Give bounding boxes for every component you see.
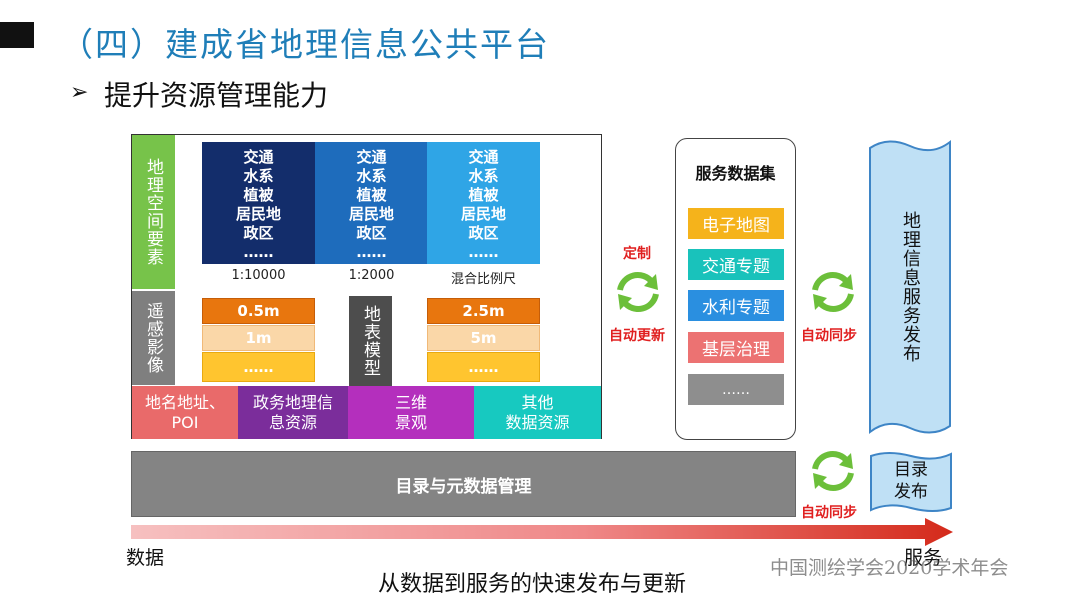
cycle-arrows-icon	[812, 451, 854, 491]
source-line: 景观	[394, 412, 427, 432]
data-to-service-arrow	[131, 518, 953, 546]
scale-item: 居民地	[460, 205, 506, 223]
source-line: 三维	[394, 392, 427, 412]
catalog-metadata-bar: 目录与元数据管理	[131, 451, 796, 517]
scale-box-10000: 交通 水系 植被 居民地 政区 ……	[202, 142, 315, 264]
rs-resolution-more: ……	[202, 352, 315, 382]
scale-label-mixed: 混合比例尺	[450, 272, 516, 287]
source-place-names-poi: 地名地址、 POI	[132, 386, 238, 439]
subtitle: 提升资源管理能力	[104, 79, 329, 112]
source-3d-landscape: 三维 景观	[348, 386, 474, 439]
scale-item: ……	[356, 243, 387, 261]
dataset-item-water: 水利专题	[688, 290, 784, 321]
flow-caption: 从数据到服务的快速发布与更新	[378, 572, 687, 597]
scale-item: 交通	[468, 148, 499, 166]
dataset-item-electronic-map: 电子地图	[688, 208, 784, 239]
auto-update-label: 自动更新	[609, 328, 665, 344]
scale-item: 政区	[243, 224, 274, 242]
scale-box-mixed: 交通 水系 植被 居民地 政区 ……	[427, 142, 540, 264]
scale-item: 水系	[468, 167, 499, 185]
scale-box-2000: 交通 水系 植被 居民地 政区 ……	[315, 142, 428, 264]
scale-item: ……	[468, 243, 499, 261]
scale-item: 政区	[468, 224, 499, 242]
service-publish-label: 地理信息服务发布	[900, 211, 921, 363]
source-line: 政务地理信	[252, 392, 333, 412]
rs-resolution-1m: 1m	[202, 325, 315, 351]
source-line: POI	[171, 412, 199, 432]
scale-item: 水系	[356, 167, 387, 185]
source-line: 其他	[521, 392, 554, 412]
source-line: 息资源	[268, 412, 317, 432]
scale-item: 居民地	[348, 205, 394, 223]
source-line: 数据资源	[505, 412, 570, 432]
scale-item: 政区	[356, 224, 387, 242]
source-other-data: 其他 数据资源	[474, 386, 601, 439]
title-marker-block	[0, 22, 34, 48]
scale-item: ……	[243, 243, 274, 261]
geo-elements-label: 地理空间要素	[132, 135, 175, 289]
auto-sync-label: 自动同步	[801, 505, 857, 521]
scale-item: 植被	[356, 186, 387, 204]
flow-end-label: 服务	[904, 547, 943, 569]
cycle-arrows-icon	[812, 272, 854, 312]
scale-item: 居民地	[235, 205, 281, 223]
dataset-item-more: ……	[688, 374, 784, 405]
terrain-resolution-2-5m: 2.5m	[427, 298, 540, 324]
catalog-publish-line: 发布	[894, 482, 928, 502]
scale-item: 交通	[356, 148, 387, 166]
custom-label: 定制	[623, 246, 651, 262]
scale-label-10000: 1:10000	[231, 268, 286, 283]
terrain-model-label: 地表模型	[349, 296, 392, 386]
remote-sensing-label: 遥感影像	[132, 291, 175, 385]
scale-item: 植被	[243, 186, 274, 204]
conference-watermark: 中国测绘学会2020学术年会	[770, 557, 1009, 579]
auto-sync-label: 自动同步	[801, 328, 857, 344]
scale-item: 水系	[243, 167, 274, 185]
catalog-publish-label: 目录 发布	[868, 448, 954, 514]
source-gov-geo-info: 政务地理信 息资源	[238, 386, 348, 439]
page-title: （四）建成省地理信息公共平台	[60, 25, 550, 64]
flow-start-label: 数据	[126, 547, 165, 569]
cycle-arrows-icon	[617, 272, 659, 312]
source-line: 地名地址、	[144, 392, 225, 412]
service-publish-banner	[869, 139, 951, 435]
catalog-publish-line: 目录	[894, 460, 928, 480]
scale-label-2000: 1:2000	[348, 268, 395, 283]
scale-item: 植被	[468, 186, 499, 204]
catalog-publish-banner	[870, 452, 952, 512]
terrain-resolution-more: ……	[427, 352, 540, 382]
bullet-arrow-icon: ➢	[70, 80, 89, 105]
rs-resolution-0-5m: 0.5m	[202, 298, 315, 324]
dataset-item-traffic: 交通专题	[688, 249, 784, 280]
dataset-item-governance: 基层治理	[688, 332, 784, 363]
scale-item: 交通	[243, 148, 274, 166]
terrain-resolution-5m: 5m	[427, 325, 540, 351]
service-dataset-title: 服务数据集	[695, 164, 776, 183]
